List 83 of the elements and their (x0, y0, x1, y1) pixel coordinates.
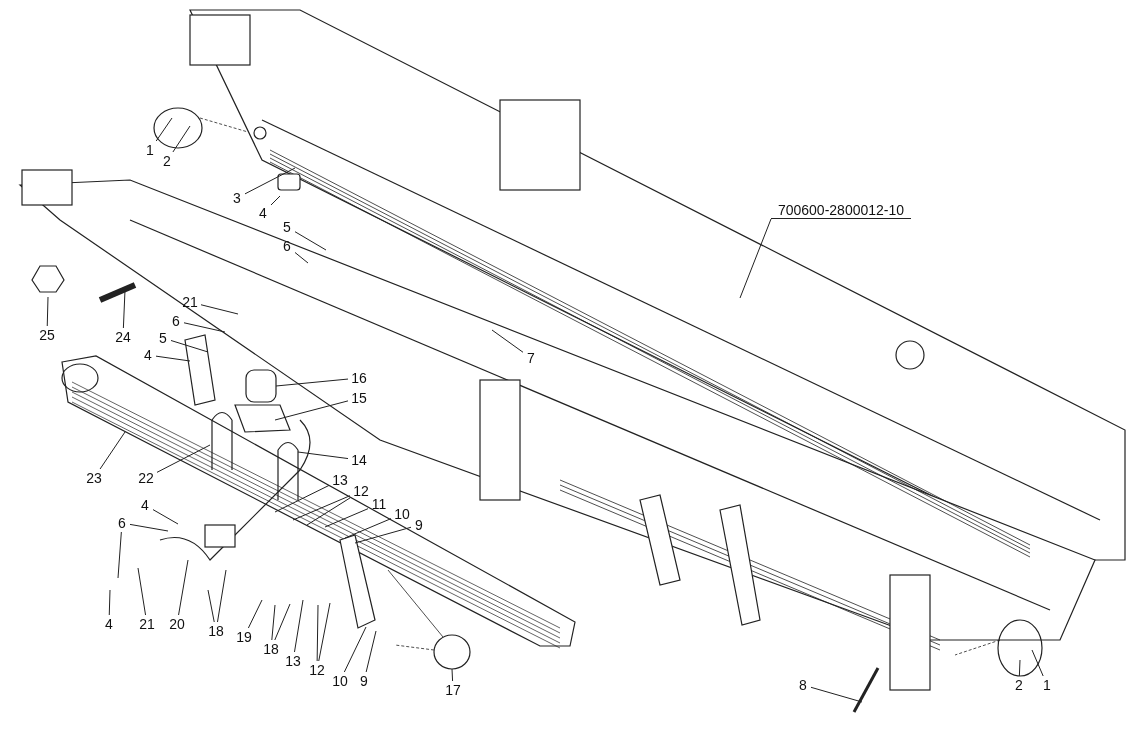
leader-line (207, 589, 215, 623)
leader-line (122, 289, 126, 329)
leader-line (217, 569, 227, 623)
callout-number: 17 (442, 681, 464, 699)
callout-number: 19 (233, 628, 255, 646)
leader-line (354, 526, 412, 544)
leader-line (155, 117, 173, 142)
callout-number: 18 (205, 622, 227, 640)
callout-number: 6 (114, 514, 130, 532)
callout-number: 16 (348, 369, 370, 387)
leader-line (270, 195, 281, 206)
leader-line (294, 599, 304, 653)
leader-line (274, 400, 349, 421)
leader-line (294, 231, 327, 251)
callout-number: 6 (279, 237, 295, 255)
leader-line (156, 444, 211, 473)
callout-number: 1 (1039, 676, 1055, 694)
callout-number: 6 (168, 312, 184, 330)
callout-number: 8 (795, 676, 811, 694)
leader-line (129, 523, 169, 532)
callout-number: 15 (348, 389, 370, 407)
leader-line (155, 355, 191, 362)
leader-line (275, 378, 349, 387)
leader-line (1018, 659, 1021, 677)
leader-line (324, 508, 369, 528)
leader-line (200, 304, 239, 315)
leader-line (343, 626, 367, 673)
leader-line (294, 252, 309, 264)
callout-number: 10 (391, 505, 413, 523)
leader-line (244, 167, 296, 195)
callout-number: 4 (101, 615, 117, 633)
leader-line (318, 602, 331, 662)
leader-line (316, 604, 319, 662)
callout-number: 21 (136, 615, 158, 633)
leader-line (739, 218, 772, 299)
callout-number: 7 (523, 349, 539, 367)
callout-number: 10 (329, 672, 351, 690)
callout-number: 4 (137, 496, 153, 514)
leader-line (306, 497, 351, 526)
leader-line (99, 431, 126, 470)
part-number: 700600-2800012-10 (771, 201, 911, 219)
leader-line (137, 567, 147, 616)
callout-number: 14 (348, 451, 370, 469)
leader-line (152, 509, 179, 525)
leader-line (170, 340, 209, 353)
leader-line (491, 329, 524, 353)
callout-number: 4 (140, 346, 156, 364)
callout-number: 23 (83, 469, 105, 487)
leader-line (247, 599, 263, 629)
callout-number: 22 (135, 469, 157, 487)
leader-line (292, 495, 351, 521)
leader-line (365, 630, 377, 673)
leader-line (297, 451, 349, 460)
callout-number: 12 (306, 661, 328, 679)
callout-number: 5 (155, 329, 171, 347)
callout-number: 20 (166, 615, 188, 633)
callout-number: 1 (142, 141, 158, 159)
callout-number: 2 (159, 152, 175, 170)
leader-line (810, 686, 863, 703)
callout-number: 9 (411, 516, 427, 534)
callout-number: 21 (179, 293, 201, 311)
leader-line (451, 668, 454, 682)
leader-line (172, 125, 191, 153)
leader-line (274, 603, 291, 641)
callout-number: 13 (282, 652, 304, 670)
callout-number: 4 (255, 204, 271, 222)
callout-number: 9 (356, 672, 372, 690)
callout-number: 2 (1011, 676, 1027, 694)
leader-line (117, 531, 122, 579)
callout-number: 24 (112, 328, 134, 346)
callout-number: 25 (36, 326, 58, 344)
leader-line (271, 604, 276, 641)
leader-line (108, 589, 111, 616)
leader-line (183, 322, 226, 333)
leader-line (178, 559, 189, 616)
callout-number: 5 (279, 218, 295, 236)
leader-line (274, 484, 330, 513)
callout-number: 13 (329, 471, 351, 489)
leader-line (1031, 649, 1044, 677)
callout-number: 3 (229, 189, 245, 207)
leader-line (344, 518, 392, 539)
leader-line (46, 296, 49, 327)
callout-number: 18 (260, 640, 282, 658)
